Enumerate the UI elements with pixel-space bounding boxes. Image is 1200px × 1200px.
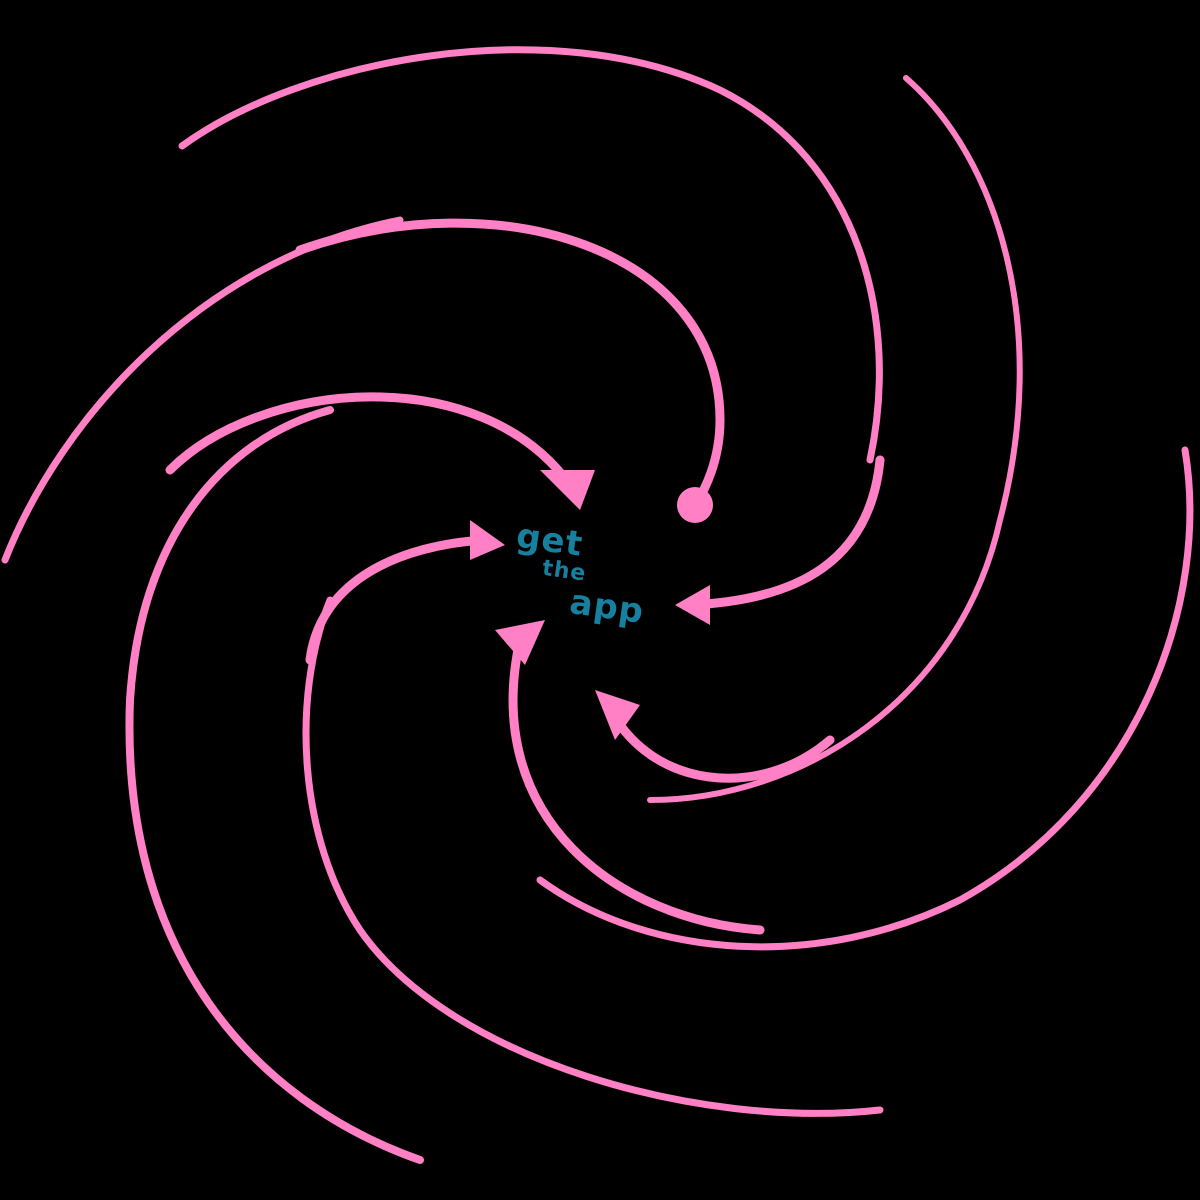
- arrowhead-2: [677, 487, 713, 523]
- arrowhead-4: [595, 690, 640, 740]
- get-the-app-text[interactable]: get the app: [506, 516, 654, 633]
- arrowheads: [470, 470, 713, 740]
- arrow-6: [305, 535, 490, 665]
- outer-arc-right: [647, 75, 1023, 803]
- outer-arc-bottom2: [302, 596, 884, 1117]
- outer-arc-top: [178, 46, 883, 464]
- arrow-2: [295, 218, 725, 510]
- arrow-4: [603, 700, 835, 783]
- arrow-3: [685, 455, 885, 610]
- arrowhead-1: [540, 470, 595, 510]
- arrowhead-6: [470, 520, 505, 560]
- arrow-5: [508, 635, 765, 935]
- arrowhead-5: [495, 620, 545, 665]
- cta-line-app: app: [567, 582, 647, 633]
- outer-arc-leftup: [1, 216, 404, 564]
- outer-arc-bottom: [536, 446, 1194, 951]
- arrowhead-3: [675, 585, 710, 625]
- outer-arc-left: [125, 406, 424, 1164]
- arrow-1: [165, 392, 575, 490]
